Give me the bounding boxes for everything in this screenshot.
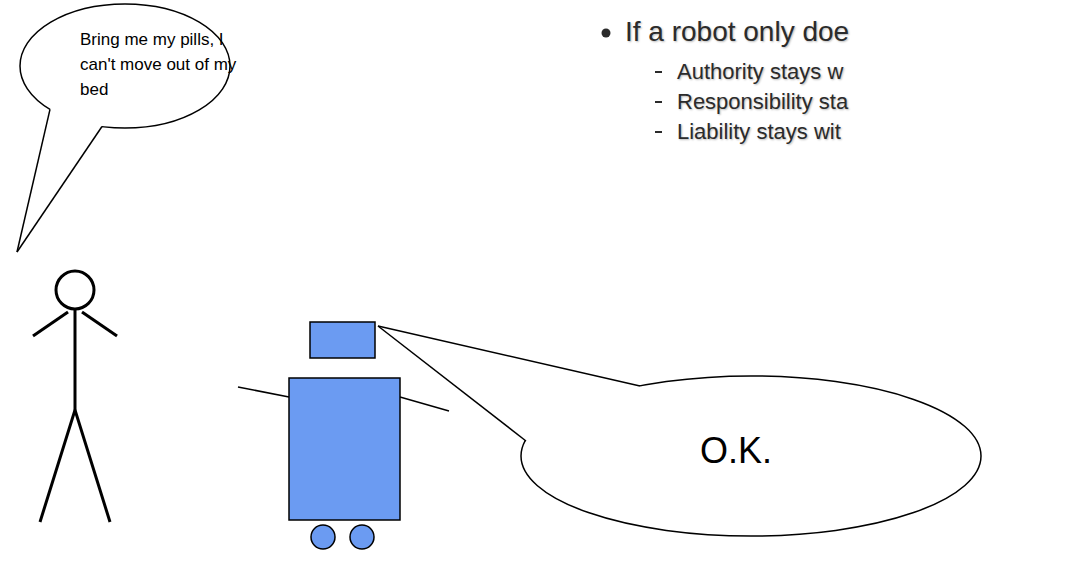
bullet-marker [602, 29, 611, 38]
bubble-tail-fill [378, 326, 642, 443]
bubble-ellipse [521, 376, 981, 536]
speech-text: Bring me my pills, I can't move out of m… [80, 27, 245, 102]
robot-wheel [350, 525, 374, 549]
bubble-tail-line [378, 326, 526, 441]
bullet-text: If a robot only doe [625, 16, 849, 48]
speech-bubble: O.K. [520, 375, 982, 537]
bubble-tail-fill [17, 104, 104, 252]
dash-marker [655, 101, 662, 103]
sub-bullet-text: Liability stays wit [677, 119, 841, 145]
robot-body [289, 378, 400, 520]
dash-marker [655, 71, 662, 73]
robot-arm [238, 387, 289, 397]
bubble-tail-line [378, 326, 640, 386]
dash-marker [655, 131, 662, 133]
figure-body [74, 309, 77, 410]
figure-leg [40, 410, 75, 522]
robot [238, 322, 449, 549]
figure-arm [82, 312, 117, 336]
figure-arm [33, 312, 68, 336]
stick-figure [33, 271, 117, 522]
figure-head [56, 271, 94, 309]
speech-text: O.K. [520, 429, 952, 473]
figure-leg [75, 410, 110, 522]
robot-wheel [311, 525, 335, 549]
sub-bullet-text: Authority stays w [677, 59, 843, 85]
bubble-tail-line [17, 109, 50, 252]
robot-arm [400, 397, 449, 411]
bubble-tail-line [17, 127, 102, 253]
robot-head [310, 322, 375, 358]
sub-bullet-text: Responsibility sta [677, 89, 848, 115]
speech-bubble: Bring me my pills, I can't move out of m… [19, 3, 231, 129]
